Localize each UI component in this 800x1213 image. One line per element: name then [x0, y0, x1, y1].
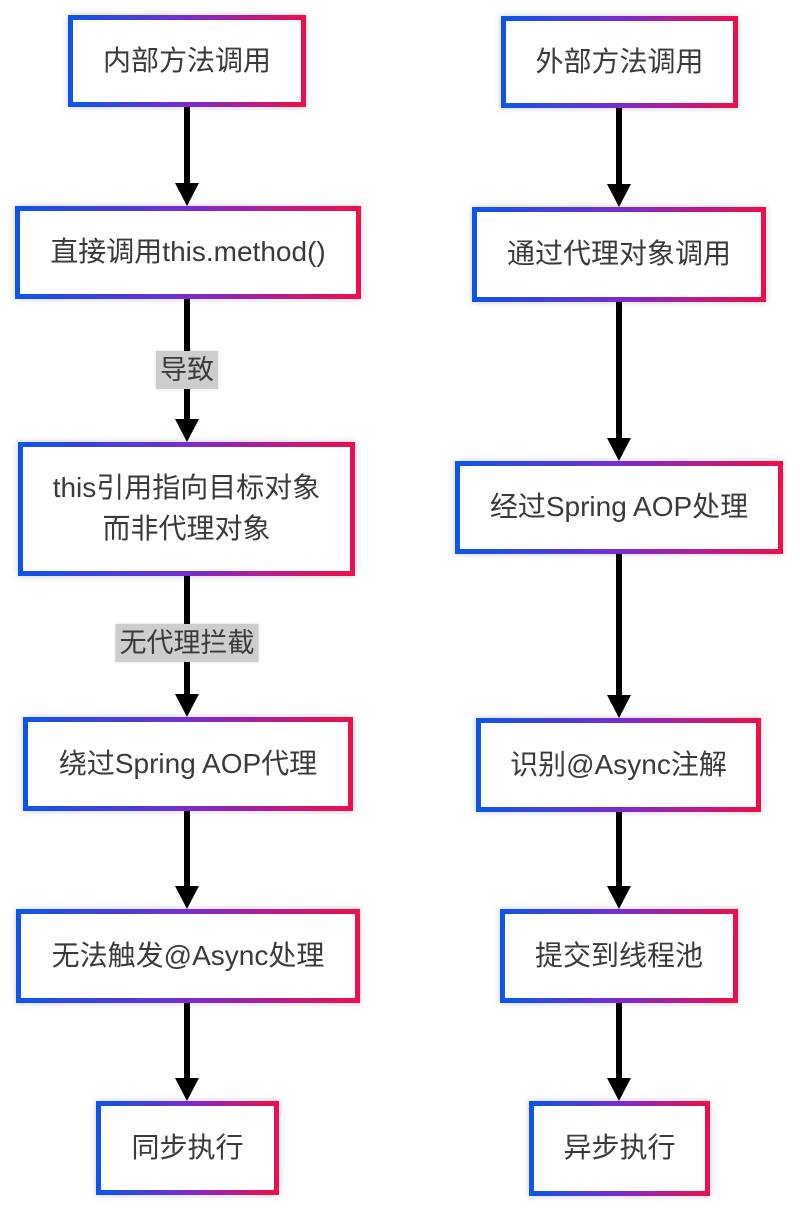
- node-bypass-spring-aop-proxy: 绕过Spring AOP代理: [23, 717, 353, 811]
- node-cannot-trigger-async: 无法触发@Async处理: [16, 909, 360, 1003]
- arrow-down: [606, 108, 632, 207]
- arrow-head-icon: [175, 419, 199, 442]
- arrow-line: [184, 1003, 190, 1078]
- arrow-line: [184, 811, 190, 886]
- node-label: 经过Spring AOP处理: [489, 491, 749, 523]
- arrow-head-icon: [607, 438, 631, 461]
- node-spring-aop-processing: 经过Spring AOP处理: [455, 461, 783, 554]
- edge-label-no-proxy-interception: 无代理拦截: [115, 624, 259, 663]
- node-internal-method-call: 内部方法调用: [68, 15, 306, 107]
- arrow-head-icon: [607, 695, 631, 718]
- node-label: 提交到线程池: [534, 939, 703, 971]
- node-external-method-call: 外部方法调用: [501, 16, 738, 108]
- arrow-line: [616, 108, 622, 184]
- arrow-down: [606, 302, 632, 461]
- arrow-head-icon: [175, 886, 199, 909]
- arrow-line: [184, 107, 190, 183]
- node-label: 识别@Async注解: [510, 748, 727, 780]
- node-label: 通过代理对象调用: [506, 238, 731, 270]
- arrow-down: [174, 107, 200, 206]
- arrow-down: [174, 1003, 200, 1101]
- node-async-execution: 异步执行: [529, 1101, 710, 1196]
- arrow-down: [606, 1003, 632, 1101]
- node-label: 绕过Spring AOP代理: [58, 747, 318, 779]
- node-recognize-async-annotation: 识别@Async注解: [476, 718, 761, 812]
- node-direct-this-method-call: 直接调用this.method(): [15, 206, 361, 299]
- arrow-down: [606, 812, 632, 909]
- node-this-ref-target-object: this引用指向目标对象 而非代理对象: [18, 442, 355, 576]
- node-label: 无法触发@Async处理: [51, 939, 325, 971]
- arrow-line: [616, 554, 622, 695]
- node-call-via-proxy-object: 通过代理对象调用: [472, 207, 766, 302]
- node-sync-execution: 同步执行: [96, 1101, 279, 1195]
- arrow-head-icon: [175, 694, 199, 717]
- node-label: 异步执行: [563, 1132, 676, 1164]
- node-submit-to-thread-pool: 提交到线程池: [500, 909, 738, 1003]
- arrow-down: [174, 811, 200, 909]
- arrow-head-icon: [607, 184, 631, 207]
- node-label: 同步执行: [131, 1131, 244, 1163]
- edge-label-causes: 导致: [156, 351, 218, 390]
- node-label: this引用指向目标对象 而非代理对象: [52, 472, 321, 544]
- node-label: 外部方法调用: [535, 45, 704, 77]
- arrow-head-icon: [175, 1078, 199, 1101]
- arrow-down: [606, 554, 632, 718]
- arrow-head-icon: [175, 183, 199, 206]
- arrow-head-icon: [607, 886, 631, 909]
- node-label: 内部方法调用: [102, 44, 271, 76]
- node-label: 直接调用this.method(): [50, 236, 326, 268]
- arrow-head-icon: [607, 1078, 631, 1101]
- arrow-line: [616, 1003, 622, 1078]
- arrow-line: [616, 812, 622, 886]
- arrow-line: [616, 302, 622, 438]
